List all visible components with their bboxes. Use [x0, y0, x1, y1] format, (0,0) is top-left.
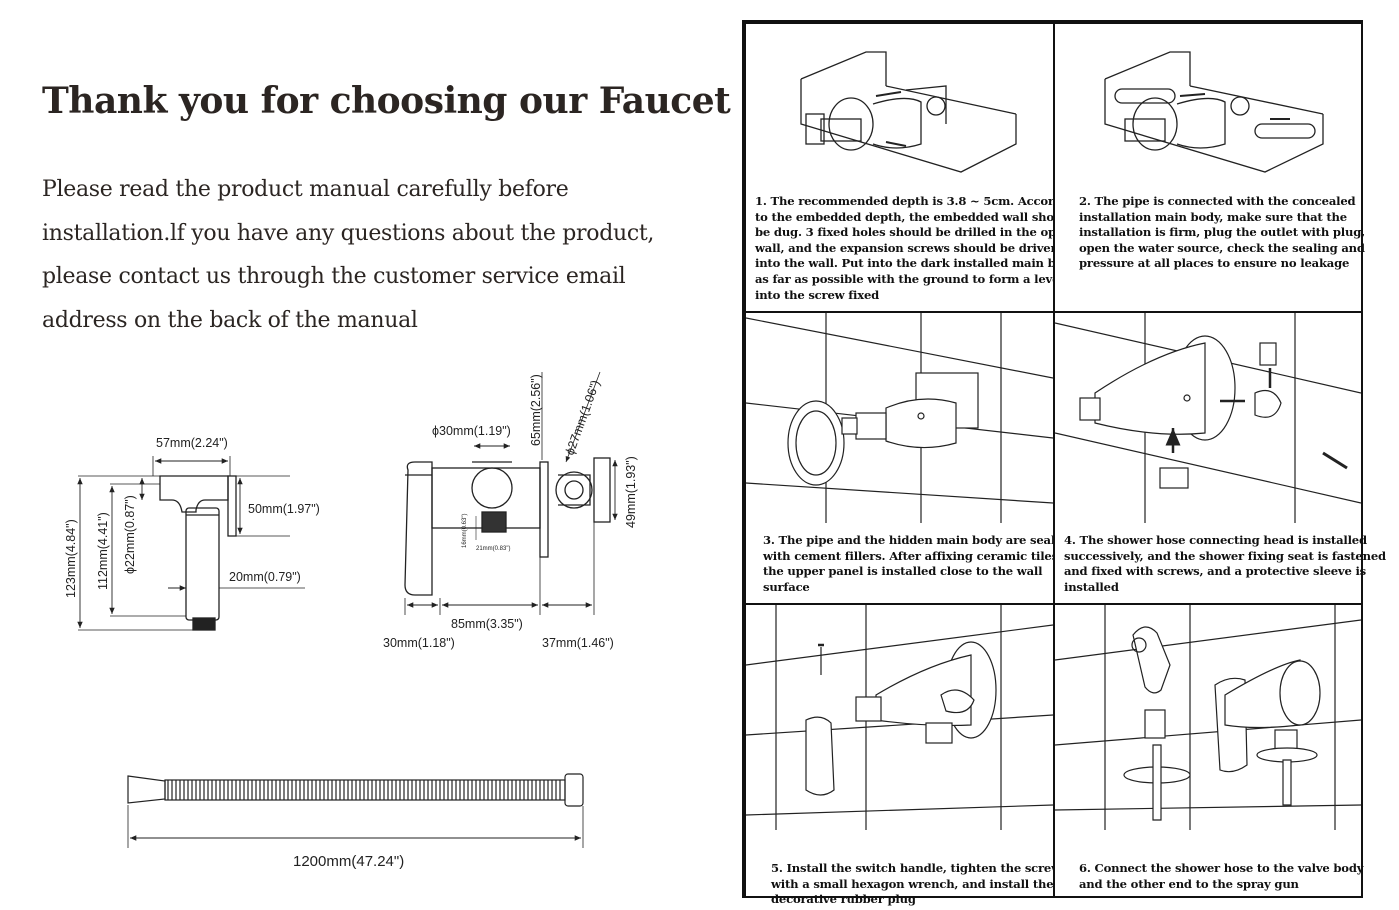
caption-line: with cement fillers. After affixing cera…: [763, 548, 1062, 563]
caption-line: 1. The recommended depth is 3.8 ~ 5cm. A…: [755, 194, 1083, 208]
caption-line: with a small hexagon wrench, and install…: [771, 876, 1054, 891]
intro-line: Please read the product manual carefully…: [42, 177, 569, 202]
step-2-caption: 2. The pipe is connected with the concea…: [1079, 194, 1365, 272]
caption-line: 4. The shower hose connecting head is in…: [1064, 533, 1367, 547]
caption-line: 2. The pipe is connected with the concea…: [1079, 194, 1356, 208]
caption-line: and fixed with screws, and a protective …: [1064, 564, 1367, 579]
dim-height-49: 49mm(1.93"): [624, 456, 638, 528]
caption-line: 3. The pipe and the hidden main body are…: [763, 533, 1071, 547]
step-4-panel: 4. The shower hose connecting head is in…: [1053, 311, 1386, 605]
step-4-illustration: [1055, 313, 1361, 523]
caption-line: decorative rubber plug: [771, 892, 916, 907]
caption-line: wall, and the expansion screws should be…: [755, 240, 1059, 255]
caption-line: and the other end to the spray gun: [1079, 876, 1299, 891]
dim-length-85: 85mm(3.35"): [451, 617, 523, 631]
caption-line: be dug. 3 fixed holes should be drilled …: [755, 225, 1072, 240]
caption-line: installation is firm, plug the outlet wi…: [1079, 225, 1365, 240]
dim-top-width: 57mm(2.24"): [156, 436, 228, 450]
caption-line: into the screw fixed: [755, 287, 880, 302]
dim-small-height: 16mm(0.63"): [462, 514, 468, 548]
caption-line: to the embedded depth, the embedded wall…: [755, 209, 1075, 224]
step-2-illustration: [1104, 51, 1324, 173]
caption-line: successively, and the shower fixing seat…: [1064, 548, 1386, 563]
step-5-illustration: [746, 605, 1053, 830]
dim-diameter-27: ϕ27mm(1.06"): [563, 378, 603, 457]
dim-body-height: 112mm(4.41"): [96, 512, 110, 590]
caption-line: 5. Install the switch handle, tighten th…: [771, 861, 1061, 875]
caption-line: installation main body, make sure that t…: [1079, 209, 1347, 224]
page-title: Thank you for choosing our Faucet: [42, 80, 731, 122]
caption-line: installed: [1064, 579, 1119, 594]
step-3-caption: 3. The pipe and the hidden main body are…: [763, 533, 1070, 595]
intro-line: please contact us through the customer s…: [42, 264, 626, 289]
step-5-caption: 5. Install the switch handle, tighten th…: [771, 861, 1061, 908]
step-4-caption: 4. The shower hose connecting head is in…: [1064, 533, 1386, 595]
installation-steps-grid: 1. The recommended depth is 3.8 ~ 5cm. A…: [742, 20, 1386, 906]
dim-left-30: 30mm(1.18"): [383, 636, 455, 650]
step-6-caption: 6. Connect the shower hose to the valve …: [1079, 861, 1363, 892]
hose-drawing: [127, 773, 584, 848]
dim-head-height: 50mm(1.97"): [248, 502, 320, 516]
step-1-illustration: [800, 51, 1017, 173]
step-5-panel: 5. Install the switch handle, tighten th…: [744, 603, 1061, 906]
step-6-panel: 6. Connect the shower hose to the valve …: [1053, 603, 1363, 898]
spray-gun-drawing: [77, 456, 305, 631]
dim-right-37: 37mm(1.46"): [542, 636, 614, 650]
dim-height-65: 65mm(2.56"): [529, 374, 543, 446]
intro-line: address on the back of the manual: [42, 307, 418, 333]
step-1-panel: 1. The recommended depth is 3.8 ~ 5cm. A…: [744, 22, 1082, 313]
caption-line: as far as possible with the ground to fo…: [755, 271, 1068, 286]
dim-small-width: 21mm(0.83"): [476, 546, 510, 552]
dim-diameter-30: ϕ30mm(1.19"): [432, 424, 511, 438]
step-6-illustration: [1055, 605, 1361, 830]
dim-hose-length: 1200mm(47.24"): [293, 853, 404, 870]
caption-line: pressure at all places to ensure no leak…: [1079, 256, 1350, 271]
valve-drawing: [404, 371, 618, 615]
step-3-panel: 3. The pipe and the hidden main body are…: [744, 311, 1070, 605]
intro-line: installation.lf you have any questions a…: [42, 220, 655, 246]
dim-inner-diameter: ϕ22mm(0.87"): [123, 495, 137, 574]
intro-paragraph: Please read the product manual carefully…: [42, 168, 707, 342]
caption-line: the upper panel is installed close to th…: [763, 564, 1043, 579]
dim-total-height: 123mm(4.84"): [64, 519, 78, 598]
step-2-panel: 2. The pipe is connected with the concea…: [1053, 22, 1365, 313]
dimension-drawings: 57mm(2.24") 50mm(1.97") 20mm(0.79") 123m…: [64, 371, 638, 870]
caption-line: surface: [763, 579, 810, 594]
caption-line: into the wall. Put into the dark install…: [755, 256, 1081, 271]
step-3-illustration: [746, 313, 1053, 523]
caption-line: 6. Connect the shower hose to the valve …: [1079, 861, 1364, 875]
step-1-caption: 1. The recommended depth is 3.8 ~ 5cm. A…: [755, 194, 1082, 303]
dim-tip: 20mm(0.79"): [229, 570, 301, 584]
caption-line: open the water source, check the sealing…: [1079, 240, 1365, 255]
